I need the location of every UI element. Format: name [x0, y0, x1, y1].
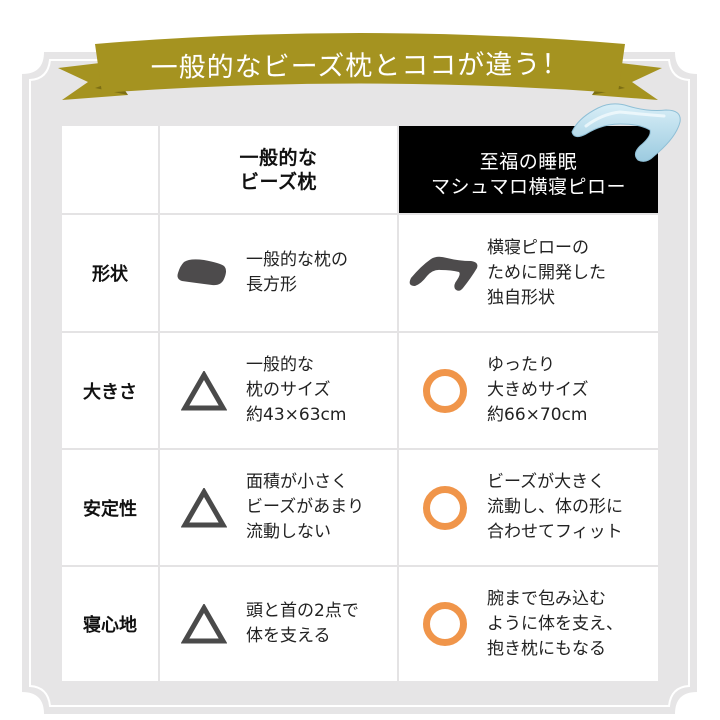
product-shape-text: 横寝ピローの ために開発した 独自形状: [487, 237, 606, 308]
triangle-mark-icon: [181, 487, 227, 527]
row-label-text: 形状: [92, 264, 128, 285]
triangle-mark-icon: [181, 370, 227, 410]
general-comfort-text: 頭と首の2点で 体を支える: [246, 601, 359, 646]
product-shape-cell: 横寝ピローの ために開発した 独自形状: [399, 215, 658, 331]
row-label-comfort: 寝心地: [62, 567, 158, 681]
row-label-text: 寝心地: [83, 615, 137, 636]
comparison-table: 一般的な ビーズ枕 至福の睡眠 マシュマロ横寝ピロー 形状 一般的な枕の 長方形…: [62, 126, 658, 681]
general-shape-text: 一般的な枕の 長方形: [246, 250, 348, 295]
general-stability-cell: 面積が小さく ビーズがあまり 流動しない: [160, 450, 397, 565]
u-shaped-pillow-image: [571, 103, 681, 162]
general-size-text: 一般的な 枕のサイズ 約43×63cm: [246, 355, 347, 425]
circle-mark-icon: [423, 368, 467, 413]
header-empty-cell: [62, 126, 158, 213]
general-size-cell: 一般的な 枕のサイズ 約43×63cm: [160, 333, 397, 448]
product-comfort-text: 腕まで包み込む ように体を支え、 抱き枕にもなる: [487, 588, 623, 659]
general-shape-cell: 一般的な枕の 長方形: [160, 215, 397, 331]
header-general-pillow: 一般的な ビーズ枕: [160, 126, 397, 213]
general-comfort-cell: 頭と首の2点で 体を支える: [160, 567, 397, 681]
u-shaped-pillow-icon: [409, 256, 478, 291]
header-marshmallow-pillow: 至福の睡眠 マシュマロ横寝ピロー: [399, 126, 658, 213]
row-label-text: 大きさ: [83, 381, 137, 403]
product-comfort-cell: 腕まで包み込む ように体を支え、 抱き枕にもなる: [399, 567, 658, 681]
product-stability-cell: ビーズが大きく 流動し、体の形に 合わせてフィット: [399, 450, 658, 565]
circle-mark-icon: [423, 602, 467, 646]
general-stability-text: 面積が小さく ビーズがあまり 流動しない: [246, 472, 365, 542]
row-label-stability: 安定性: [62, 450, 158, 565]
product-size-text: ゆったり 大きめサイズ 約66×70cm: [487, 355, 589, 425]
triangle-mark-icon: [181, 604, 227, 644]
product-size-cell: ゆったり 大きめサイズ 約66×70cm: [399, 333, 658, 448]
circle-mark-icon: [423, 485, 467, 530]
rectangle-pillow-icon: [177, 259, 226, 286]
header-general-label: 一般的な ビーズ枕: [239, 146, 318, 193]
header-product-label: 至福の睡眠 マシュマロ横寝ピロー: [430, 150, 626, 198]
row-label-shape: 形状: [62, 215, 158, 331]
row-label-size: 大きさ: [62, 333, 158, 448]
product-stability-text: ビーズが大きく 流動し、体の形に 合わせてフィット: [487, 472, 623, 542]
row-label-text: 安定性: [83, 498, 137, 520]
